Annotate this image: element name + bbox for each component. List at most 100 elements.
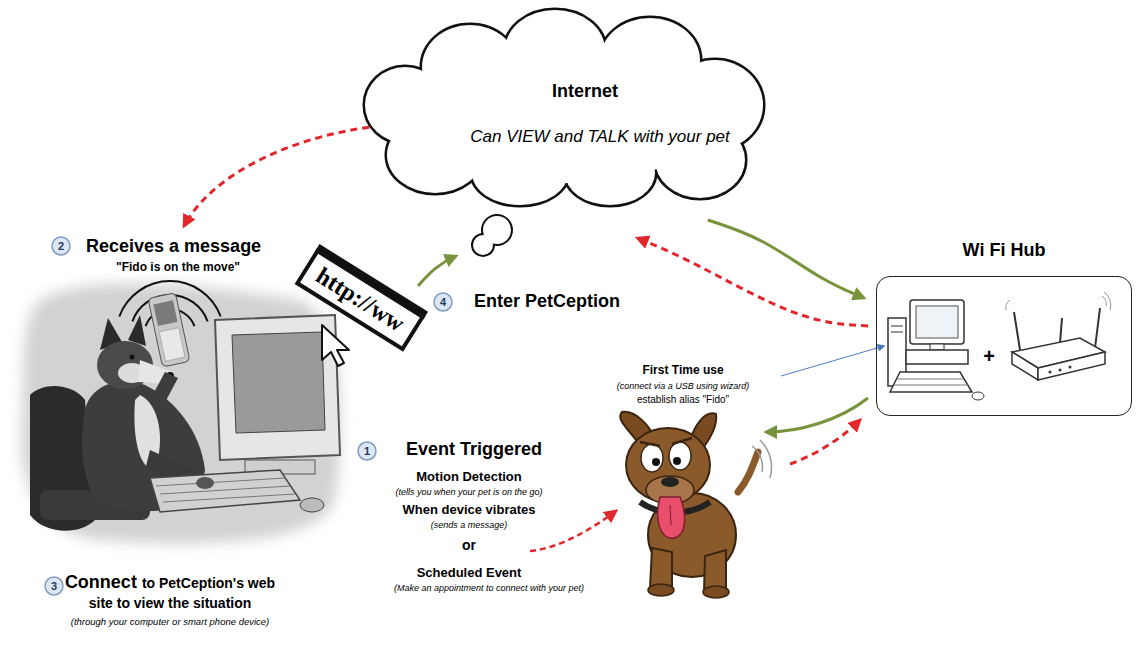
callout-circles: [52, 237, 70, 255]
router-icon: [1006, 292, 1111, 380]
url-graphic: [322, 325, 349, 366]
step-note: (through your computer or smart phone de…: [71, 617, 270, 628]
callout-number: 1: [364, 445, 370, 458]
cloud-fill: [472, 141, 568, 205]
dog-at-computer-photo: [232, 332, 325, 433]
router-icon: [1049, 371, 1052, 374]
thought-bubbles: [473, 235, 493, 255]
computer-icon: [930, 344, 944, 350]
cartoon-dog: [669, 442, 691, 470]
computer-icon: [972, 392, 984, 400]
trigger-name: Motion Detection: [416, 470, 521, 485]
wifi-hub-box: Wi Fi Hub+: [876, 276, 1132, 416]
dog-at-computer-photo: [21, 284, 341, 544]
cloud-outline: [565, 141, 655, 205]
trigger-name: When device vibrates: [403, 503, 536, 518]
flow-arrows: [790, 420, 860, 464]
cartoon-dog: [640, 438, 692, 446]
cartoon-dog: [661, 477, 679, 487]
plus-sign: +: [983, 345, 995, 368]
computer-icon: [916, 306, 958, 338]
cloud-fill: [565, 141, 655, 205]
step-caption: Connectto PetCeption's web site to view …: [63, 572, 278, 612]
flow-connector: [638, 238, 869, 326]
dog-at-computer-photo: [153, 300, 177, 326]
cartoon-dog: [673, 457, 681, 465]
trigger-or: or: [462, 537, 476, 553]
callout-circles: [358, 442, 376, 460]
flow-connector: [708, 220, 864, 298]
callout-circles: [434, 293, 452, 311]
cloud-fill: [365, 67, 445, 143]
step-title: Enter PetCeption: [474, 291, 620, 312]
cartoon-dog: [752, 440, 772, 478]
flow-arrows: [418, 256, 456, 286]
callout-number: 2: [58, 240, 64, 253]
url-graphic-text: http://ww: [311, 262, 409, 338]
thought-bubbles: [473, 216, 511, 255]
cartoon-dog: [652, 458, 660, 466]
trigger-note: (tells you when your pet is on the go): [395, 487, 542, 497]
router-icon: [1006, 292, 1111, 310]
cloud-outline: [355, 5, 780, 210]
callout-number: 4: [440, 296, 446, 309]
computer-icon: [910, 300, 964, 344]
dog-at-computer-photo: [150, 470, 300, 512]
flow-arrows: [184, 125, 405, 226]
dog-at-computer-photo: [196, 477, 214, 489]
flow-arrows: [530, 511, 616, 551]
callout-circles: [45, 237, 452, 595]
thought-bubbles: [473, 235, 493, 255]
callout-number: 3: [51, 580, 57, 593]
signal-waves: [119, 281, 220, 326]
cloud-outline: [505, 10, 605, 90]
flow-arrows: [781, 346, 884, 376]
cloud-outline: [365, 67, 445, 143]
computer-icon: [891, 326, 903, 332]
cartoon-dog: [641, 444, 663, 472]
message-text: "Fido is on the move": [116, 261, 240, 275]
computer-icon: [888, 300, 984, 400]
cartoon-dog: [658, 497, 685, 538]
note-title: First Time use: [642, 364, 723, 378]
dog-at-computer-photo: [300, 498, 324, 512]
dog-at-computer-photo: [148, 293, 190, 367]
router-icon: [1012, 352, 1038, 380]
trigger-name: Scheduled Event: [417, 566, 522, 581]
dog-at-computer-photo: [21, 281, 341, 543]
trigger-note: (Make an appointment to connect with you…: [394, 583, 584, 593]
computer-icon: [906, 350, 968, 364]
internet-cloud: InternetCan VIEW and TALK with your pet: [355, 5, 780, 210]
router-icon: [1059, 369, 1062, 372]
note-text: establish alias "Fido": [637, 394, 729, 406]
router-icon: [1038, 352, 1105, 380]
step-title: Connect: [65, 572, 137, 592]
url-graphic: [296, 244, 428, 366]
step-title: Receives a message: [86, 236, 261, 257]
cartoon-dog: [703, 586, 729, 598]
cartoon-dog: [670, 505, 671, 525]
dog-at-computer-photo: [130, 355, 135, 360]
step-title: Event Triggered: [406, 439, 542, 460]
dog-at-computer-photo: [150, 372, 178, 408]
dog-at-computer-photo: [128, 315, 146, 346]
trigger-note: (sends a message): [431, 520, 508, 530]
dog-at-computer-photo: [156, 478, 295, 502]
computer-icon: [894, 379, 968, 385]
url-graphic: [296, 244, 428, 350]
cloud-title: Internet: [552, 81, 618, 102]
cartoon-dog: [620, 412, 771, 598]
cloud-outline: [472, 141, 568, 205]
url-graphic: [297, 251, 422, 349]
dog-at-computer-photo: [148, 293, 190, 367]
cloud-caption: Can VIEW and TALK with your pet: [470, 127, 730, 147]
dog-at-computer-photo: [159, 328, 185, 362]
computer-icon: [890, 372, 972, 392]
cartoon-dog: [738, 452, 758, 492]
hub-heading: Wi Fi Hub: [963, 240, 1046, 261]
callout-circles: [45, 577, 63, 595]
router-icon: [1069, 366, 1072, 369]
note-text: (connect via a USB using wizard): [617, 381, 750, 391]
cloud-fill: [505, 10, 605, 90]
